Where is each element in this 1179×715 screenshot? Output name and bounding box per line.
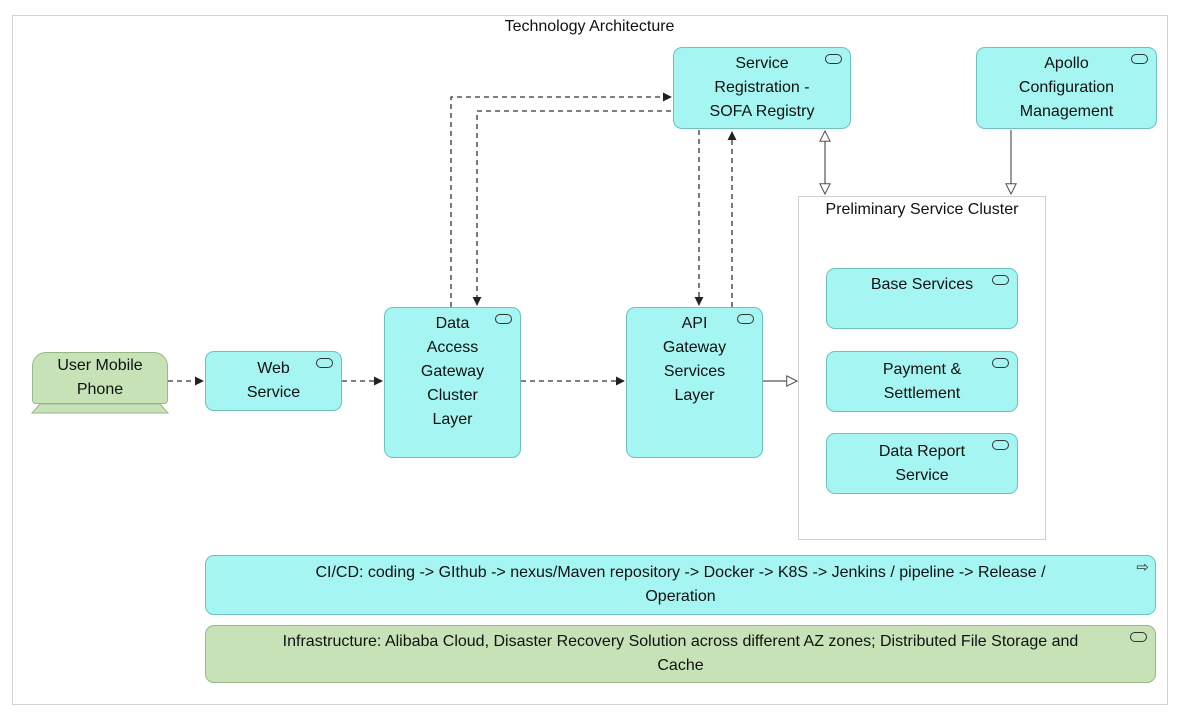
web-service-node[interactable]: Web Service xyxy=(205,351,342,411)
diagram-title: Technology Architecture xyxy=(504,18,675,35)
user-mobile-phone-node[interactable]: User Mobile Phone xyxy=(32,352,168,404)
service-pill-icon xyxy=(992,275,1009,285)
service-registration-node[interactable]: Service Registration - SOFA Registry xyxy=(673,47,851,129)
service-pill-icon xyxy=(992,358,1009,368)
cicd-node[interactable]: ⇨ CI/CD: coding -> GIthub -> nexus/Maven… xyxy=(205,555,1156,615)
device-base xyxy=(30,403,170,414)
api-gateway-label: API Gateway Services Layer xyxy=(662,315,727,404)
base-services-label: Base Services xyxy=(870,276,974,293)
infrastructure-label: Infrastructure: Alibaba Cloud, Disaster … xyxy=(282,633,1079,674)
service-pill-icon xyxy=(992,440,1009,450)
payment-settlement-label: Payment & Settlement xyxy=(882,360,962,402)
api-gateway-node[interactable]: API Gateway Services Layer xyxy=(626,307,763,458)
service-pill-icon xyxy=(1130,632,1147,642)
infrastructure-node[interactable]: Infrastructure: Alibaba Cloud, Disaster … xyxy=(205,625,1156,683)
service-pill-icon xyxy=(737,314,754,324)
data-report-label: Data Report Service xyxy=(878,442,966,484)
diagram-frame xyxy=(12,15,1168,705)
cicd-label: CI/CD: coding -> GIthub -> nexus/Maven r… xyxy=(315,564,1046,605)
link-data-access-registry xyxy=(450,92,672,307)
cluster-label: Preliminary Service Cluster xyxy=(825,201,1019,218)
service-pill-icon xyxy=(316,358,333,368)
apollo-config-node[interactable]: Apollo Configuration Management xyxy=(976,47,1157,129)
apollo-config-label: Apollo Configuration Management xyxy=(1018,55,1115,120)
service-pill-icon xyxy=(825,54,842,64)
service-pill-icon xyxy=(1131,54,1148,64)
data-access-gateway-node[interactable]: Data Access Gateway Cluster Layer xyxy=(384,307,521,458)
data-report-node[interactable]: Data Report Service xyxy=(826,433,1018,494)
user-mobile-phone-label: User Mobile Phone xyxy=(57,357,143,398)
base-services-node[interactable]: Base Services xyxy=(826,268,1018,329)
process-arrow-icon: ⇨ xyxy=(1136,559,1149,576)
data-access-gateway-label: Data Access Gateway Cluster Layer xyxy=(420,315,485,428)
payment-settlement-node[interactable]: Payment & Settlement xyxy=(826,351,1018,412)
web-service-label: Web Service xyxy=(246,360,301,401)
service-registration-label: Service Registration - SOFA Registry xyxy=(709,55,815,120)
service-pill-icon xyxy=(495,314,512,324)
link-registry-data-access xyxy=(472,110,671,306)
